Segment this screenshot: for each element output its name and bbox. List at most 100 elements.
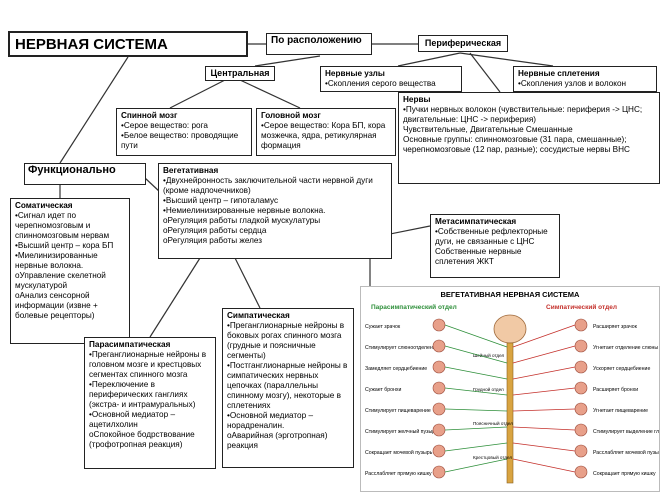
vegetative-diagram: ВЕГЕТАТИВНАЯ НЕРВНАЯ СИСТЕМА Парасимпати…	[365, 290, 664, 484]
sympathetic-pathway	[512, 324, 576, 348]
parasympathetic-line: •Преганглионарные нейроны в головном моз…	[89, 350, 209, 379]
organ-icon	[574, 465, 588, 479]
sympathetic-line: •Постганглионарные нейроны в симпатическ…	[227, 361, 350, 410]
vegetative-title: Вегетативная	[163, 166, 219, 175]
sympathetic-line: oАварийная (эрготропная) реакция	[227, 431, 330, 450]
spinal-cord-icon	[506, 342, 514, 484]
organ-icon	[574, 381, 588, 395]
brain-box: Головной мозг •Серое вещество: Кора БП, …	[256, 108, 396, 156]
brain-line: •Серое вещество: Кора БП, кора мозжечка,…	[261, 121, 388, 150]
sympathetic-pathway	[512, 408, 576, 412]
nerves-line: •Пучки нервных волокон (чувствительные: …	[403, 105, 645, 124]
veg-left-label: Сужает бронхи	[365, 387, 401, 393]
veg-right-label: Стимулирует выделение глюкозы	[593, 429, 659, 435]
somatic-box: Соматическая •Сигнал идет по черепномозг…	[10, 198, 130, 344]
sympathetic-pathway	[512, 387, 576, 396]
peripheral-node: Периферическая	[418, 35, 508, 52]
organ-icon	[432, 381, 446, 395]
parasympathetic-title: Парасимпатическая	[89, 340, 171, 349]
parasympathetic-pathway	[444, 387, 508, 396]
organ-icon	[432, 402, 446, 416]
somatic-title: Соматическая	[15, 201, 73, 210]
organ-icon	[574, 423, 588, 437]
plexuses-line: •Скопления узлов и волокон	[518, 79, 627, 88]
brain-icon	[493, 314, 527, 344]
veg-right-label: Расслабляет мочевой пузырь	[593, 449, 659, 456]
sympathetic-line: •Преганглионарные нейроны в боковых рога…	[227, 321, 347, 360]
functional-label: Функционально	[24, 163, 146, 185]
parasympathetic-line: •Основной медиатор – ацетилхолин	[89, 410, 178, 429]
organ-icon	[432, 444, 446, 458]
sympathetic-pathway	[512, 442, 576, 452]
organ-icon	[432, 339, 446, 353]
organ-icon	[432, 318, 446, 332]
veg-left-label: Стимулирует слюноотделение	[365, 345, 439, 351]
organ-icon	[432, 465, 446, 479]
vegetative-line: •Немиелинизированные нервные волокна.	[163, 206, 326, 215]
veg-right-label: Расширяет зрачок	[593, 324, 638, 330]
sympathetic-pathway	[512, 458, 576, 473]
veg-right-label: Ускоряет сердцебиение	[593, 366, 650, 372]
veg-right-label: Угнетает пищеварение	[593, 408, 648, 414]
somatic-line: •Высший центр – кора БП	[15, 241, 114, 250]
sympathetic-pathway	[512, 366, 576, 380]
plexuses-title: Нервные сплетения	[518, 69, 600, 78]
spinal-cord-box: Спинной мозг •Серое вещество: рога •Бело…	[116, 108, 252, 156]
spine-region-label: Крестцовый отдел	[473, 454, 512, 460]
spinal-title: Спинной мозг	[121, 111, 178, 120]
parasympathetic-pathway	[444, 442, 508, 452]
veg-right-label: Сокращает прямую кишку	[593, 471, 656, 477]
parasympathetic-pathway	[444, 345, 508, 364]
parasympathetic-pathway	[444, 426, 508, 431]
spine-region-label: Шейный отдел	[473, 352, 504, 358]
spine-region-label: Грудной отдел	[473, 386, 504, 392]
ganglia-box: Нервные узлы •Скопления серого вещества	[320, 66, 462, 92]
sympathetic-pathway	[512, 345, 576, 364]
veg-left-label: Сужает зрачок	[365, 324, 401, 330]
veg-right-label: Расширяет бронхи	[593, 387, 638, 393]
vegetative-line: oРегуляция работы желез	[163, 236, 263, 245]
parasympathetic-pathway	[444, 458, 508, 473]
somatic-line: •Миелинизированные нервные волокна.	[15, 251, 100, 270]
organ-icon	[432, 423, 446, 437]
central-node: Центральная	[205, 66, 275, 81]
parasympathetic-box: Парасимпатическая •Преганглионарные нейр…	[84, 337, 216, 469]
metasympathetic-line: •Собственные рефлекторные дуги, не связа…	[435, 227, 551, 246]
parasympathetic-pathway	[444, 408, 508, 412]
veg-left-header: Парасимпатический отдел	[371, 303, 457, 311]
parasympathetic-line: •Переключение в периферических ганглиях …	[89, 380, 196, 409]
vegetative-line: oРегуляция работы сердца	[163, 226, 267, 235]
nerves-line: Основные группы: спинномозговые (31 пара…	[403, 135, 630, 154]
vegetative-system-illustration: ВЕГЕТАТИВНАЯ НЕРВНАЯ СИСТЕМА Парасимпати…	[360, 286, 664, 492]
veg-left-label: Сокращает мочевой пузырь	[365, 449, 433, 456]
organ-icon	[574, 318, 588, 332]
veg-left-label: Замедляет сердцебиение	[365, 366, 427, 372]
organ-icon	[432, 360, 446, 374]
metasympathetic-line: Собственные нервные сплетения ЖКТ	[435, 247, 524, 266]
spine-region-label: Поясничный отдел	[473, 420, 513, 426]
nerves-line: Чувствительные, Двигательные Смешанные	[403, 125, 573, 134]
organ-icon	[574, 360, 588, 374]
veg-image-title: ВЕГЕТАТИВНАЯ НЕРВНАЯ СИСТЕМА	[441, 290, 581, 299]
nerves-title: Нервы	[403, 95, 431, 104]
parasympathetic-pathway	[444, 366, 508, 380]
ganglia-line: •Скопления серого вещества	[325, 79, 436, 88]
plexuses-box: Нервные сплетения •Скопления узлов и вол…	[513, 66, 657, 92]
metasympathetic-box: Метасимпатическая •Собственные рефлектор…	[430, 214, 560, 278]
vegetative-line: •Двухнейронность заключительной части не…	[163, 176, 376, 195]
parasympathetic-pathway	[444, 324, 508, 348]
spinal-line: •Серое вещество: рога	[121, 121, 208, 130]
nerves-box: Нервы •Пучки нервных волокон (чувствител…	[398, 92, 660, 184]
organ-icon	[574, 402, 588, 416]
sympathetic-box: Симпатическая •Преганглионарные нейроны …	[222, 308, 354, 468]
somatic-line: oУправление скелетной мускулатурой	[15, 271, 109, 290]
veg-right-header: Симпатический отдел	[546, 303, 617, 311]
organ-icon	[574, 339, 588, 353]
ganglia-title: Нервные узлы	[325, 69, 385, 78]
somatic-line: •Сигнал идет по черепномозговым и спинно…	[15, 211, 110, 240]
metasympathetic-title: Метасимпатическая	[435, 217, 517, 226]
spinal-line: •Белое вещество: проводящие пути	[121, 131, 241, 150]
sympathetic-title: Симпатическая	[227, 311, 290, 320]
veg-right-label: Угнетает отделение слюны	[593, 345, 658, 351]
sympathetic-line: •Основной медиатор – норадреналин.	[227, 411, 316, 430]
